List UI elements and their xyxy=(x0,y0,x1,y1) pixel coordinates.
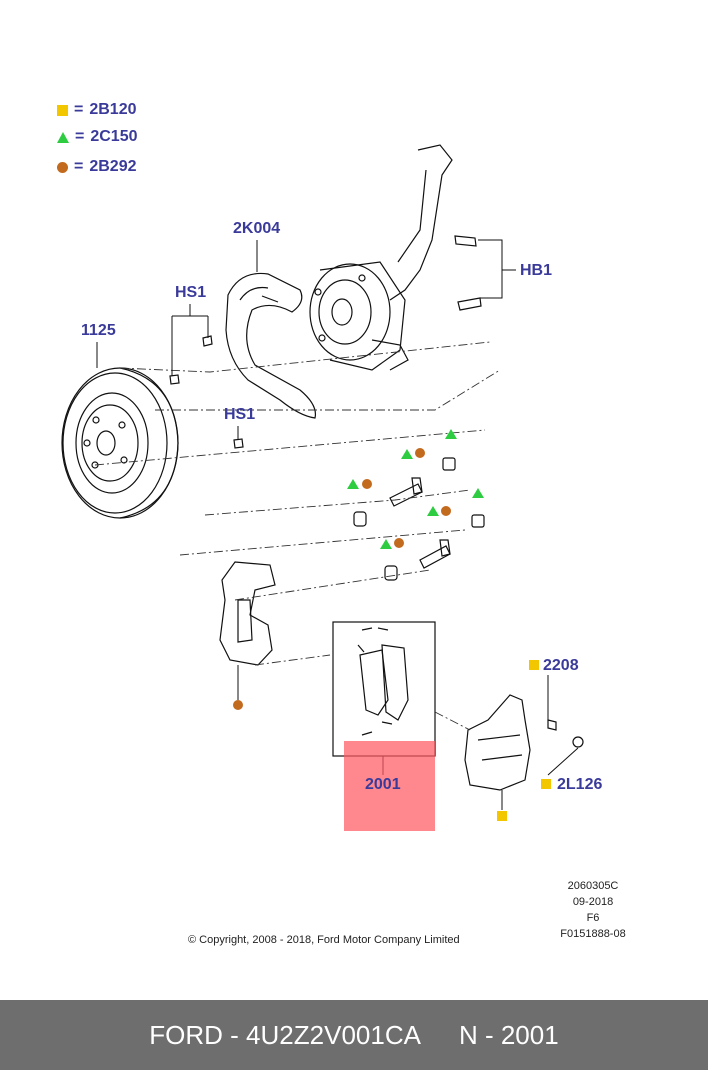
legend-code: 2B292 xyxy=(89,158,137,175)
legend-equals: = xyxy=(75,128,85,145)
brown-circle-icon xyxy=(57,161,68,173)
reference-line-1: 2060305C xyxy=(567,880,619,892)
green-triangle-icon xyxy=(472,488,484,498)
yellow-square-icon xyxy=(541,779,551,789)
yellow-square-icon xyxy=(529,660,539,670)
yellow-square-icon xyxy=(497,811,507,821)
brake-caliper-drawing xyxy=(464,694,584,791)
legend-code: 2C150 xyxy=(90,128,138,145)
legend-equals: = xyxy=(74,158,84,175)
legend-code: 2B120 xyxy=(89,101,137,118)
steering-knuckle-drawing xyxy=(309,144,453,371)
copyright-notice: © Copyright, 2008 - 2018, Ford Motor Com… xyxy=(188,934,460,946)
label-2l126: 2L126 xyxy=(557,776,603,793)
label-hs1-bottom: HS1 xyxy=(224,406,256,423)
green-triangle-icon xyxy=(57,131,69,143)
brown-circle-icon xyxy=(362,479,372,489)
dust-shield-drawing xyxy=(225,272,317,419)
green-triangle-icon xyxy=(445,429,457,439)
parts-diagram: = 2B120 = 2C150 = 2B292 xyxy=(57,100,626,946)
brake-pads-drawing xyxy=(357,627,409,736)
green-triangle-icon xyxy=(401,449,413,459)
part-highlight xyxy=(344,741,435,831)
caliper-bracket-drawing xyxy=(219,561,276,666)
label-1125: 1125 xyxy=(81,322,116,339)
guide-pins-drawing xyxy=(353,457,485,581)
label-2208: 2208 xyxy=(543,657,579,674)
label-hb1: HB1 xyxy=(520,262,553,279)
green-triangle-icon xyxy=(347,479,359,489)
legend-equals: = xyxy=(74,101,84,118)
part-number-bar: FORD - 4U2Z2V001CA N - 2001 xyxy=(0,1000,708,1070)
pad-kit-frame xyxy=(332,621,436,757)
brown-circle-icon xyxy=(441,506,451,516)
shield-screws-drawing xyxy=(169,335,244,449)
legend-row-circle: = 2B292 xyxy=(57,157,137,177)
brown-circle-icon xyxy=(394,538,404,548)
brown-circle-icon xyxy=(415,448,425,458)
exploded-view-drawing xyxy=(61,144,584,821)
green-triangle-icon xyxy=(427,506,439,516)
label-2k004: 2K004 xyxy=(233,220,281,237)
brake-disc-drawing xyxy=(61,367,179,519)
hub-bolts-drawing xyxy=(454,235,482,311)
label-2001: 2001 xyxy=(365,776,401,793)
reference-line-3: F6 xyxy=(586,912,600,924)
reference-line-2: 09-2018 xyxy=(572,896,614,908)
yellow-square-icon xyxy=(57,104,68,116)
part-number: FORD - 4U2Z2V001CA xyxy=(149,1019,421,1050)
reference-line-4: F0151888-08 xyxy=(560,928,626,940)
legend-row-triangle: = 2C150 xyxy=(57,127,138,147)
legend-row-square: = 2B120 xyxy=(57,100,137,120)
item-number: N - 2001 xyxy=(458,1019,559,1050)
brown-circle-icon xyxy=(233,700,243,710)
label-hs1-top: HS1 xyxy=(175,284,207,301)
green-triangle-icon xyxy=(380,539,392,549)
